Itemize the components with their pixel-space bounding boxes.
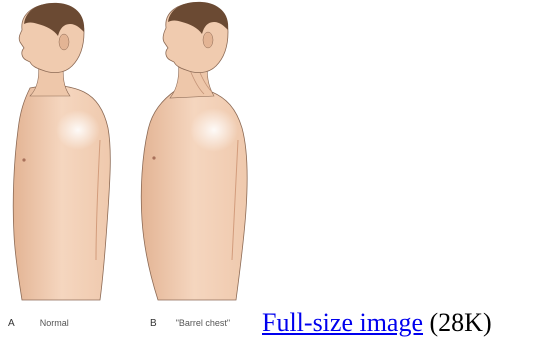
panel-a-letter: A <box>8 318 15 329</box>
panel-a-label: Normal <box>40 318 69 328</box>
panel-a-caption: A Normal <box>8 318 69 329</box>
image-size-text: (28K) <box>430 308 492 337</box>
panel-b-caption: B "Barrel chest" <box>150 318 230 329</box>
figure-normal <box>13 3 110 300</box>
panel-b-label: "Barrel chest" <box>176 318 230 328</box>
anatomy-figure: A Normal B "Barrel chest" <box>0 0 255 343</box>
posture-illustration <box>0 0 255 343</box>
full-size-image-link[interactable]: Full-size image <box>262 308 423 337</box>
figure-barrel-chest <box>141 2 247 300</box>
image-caption: Full-size image (28K) <box>262 308 492 338</box>
panel-b-letter: B <box>150 318 157 329</box>
